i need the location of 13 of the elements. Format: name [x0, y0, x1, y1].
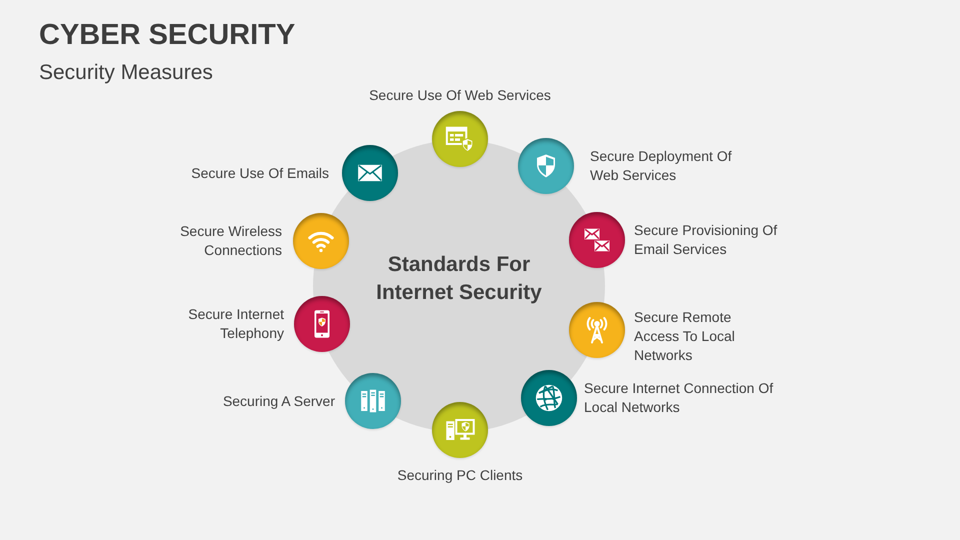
measure-label: Secure Provisioning Of Email Services [634, 221, 778, 259]
measure-label: Secure Internet Connection Of Local Networks [584, 379, 774, 417]
measure-label: Secure Internet Telephony [187, 305, 284, 343]
measure-label: Securing A Server [222, 392, 335, 410]
hub-title: Standards For Internet Security [375, 252, 543, 306]
measure-label: Secure Remote Access To Local Networks [634, 308, 736, 365]
measure-label: Securing PC Clients [397, 466, 523, 485]
measure-label: Secure Wireless Connections [179, 222, 282, 260]
slide-subtitle: Security Measures [39, 60, 213, 86]
measure-label: Secure Deployment Of Web Services [590, 147, 733, 185]
measure-label: Secure Use Of Web Services [369, 86, 551, 105]
measure-label: Secure Use Of Emails [190, 164, 329, 182]
slide-title: CYBER SECURITY [39, 18, 296, 53]
